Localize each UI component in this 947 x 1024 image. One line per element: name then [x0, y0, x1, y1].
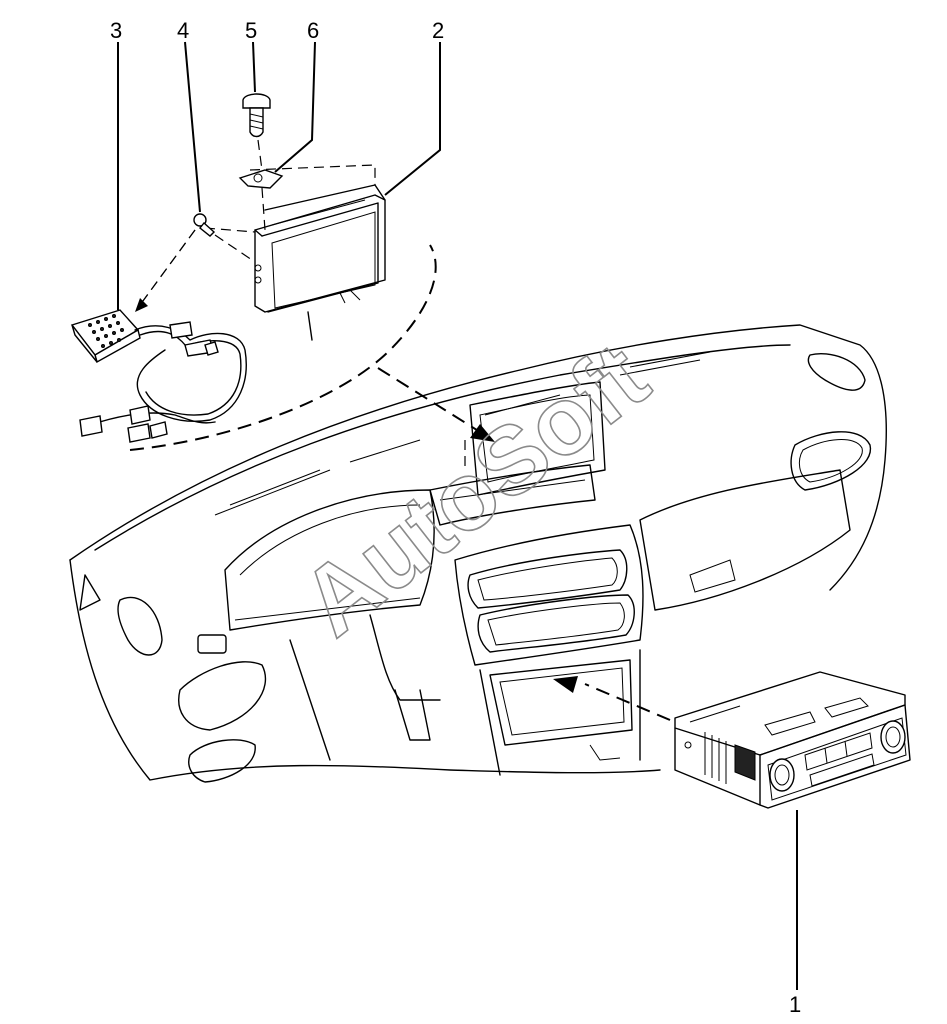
callout-2: 2 — [432, 18, 444, 43]
callout-5: 5 — [245, 18, 257, 43]
autosoft-watermark: AutoSoft — [282, 323, 667, 657]
navigation-display-unit — [204, 164, 386, 341]
callout-1: 1 — [789, 992, 801, 1017]
dashboard-outline — [69, 324, 887, 783]
callout-4: 4 — [177, 18, 189, 43]
callout-3: 3 — [110, 18, 122, 43]
mounting-bracket — [238, 169, 284, 231]
gps-antenna-and-harness — [70, 229, 247, 443]
small-screw — [193, 213, 256, 263]
radio-head-unit — [674, 671, 911, 809]
assembly-arrows — [129, 229, 671, 721]
callout-leaders — [117, 41, 798, 990]
callout-6: 6 — [307, 18, 319, 43]
callout-labels: 3 4 5 6 2 1 — [110, 18, 801, 1017]
mounting-screw — [242, 93, 271, 171]
